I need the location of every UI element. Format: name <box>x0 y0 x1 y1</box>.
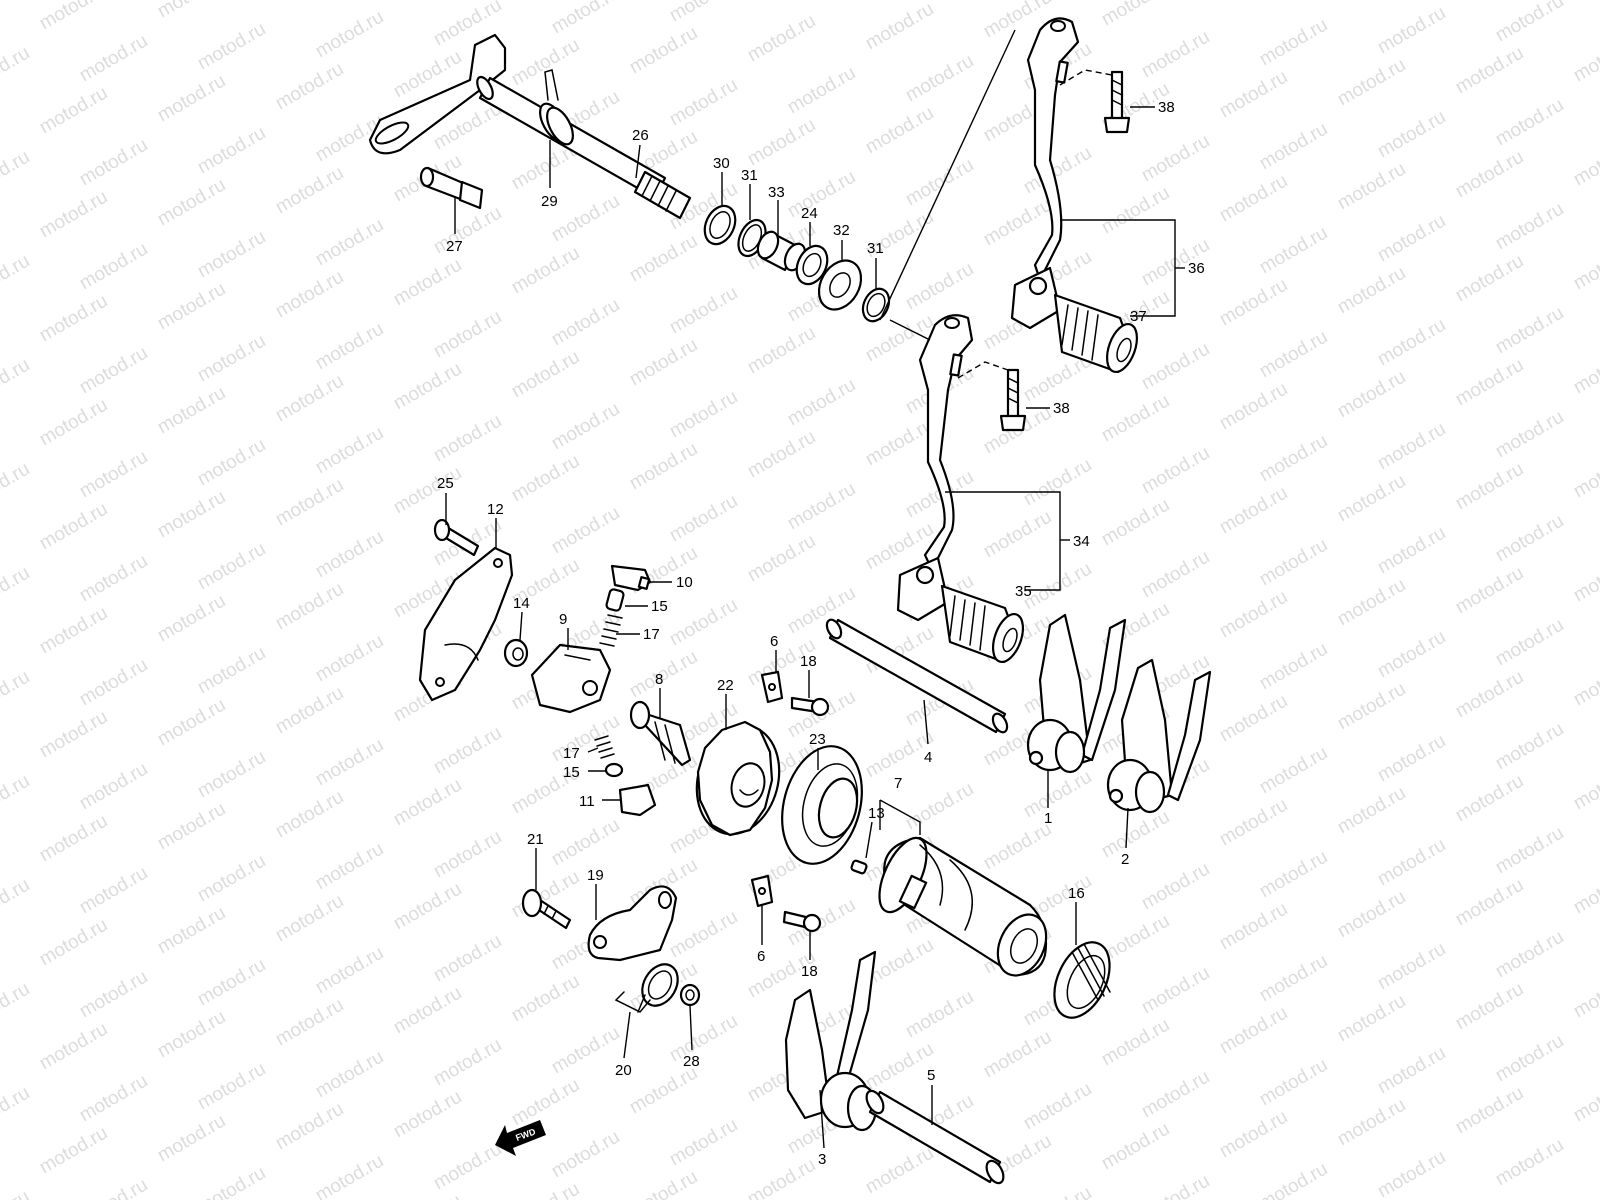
callout-5: 5 <box>927 1067 935 1084</box>
screw-18-lower <box>782 910 822 933</box>
callout-38b: 38 <box>1053 400 1070 417</box>
callout-9: 8 <box>655 671 663 688</box>
callout-18a: 18 <box>800 653 817 670</box>
callout-17b: 17 <box>563 745 580 762</box>
callout-19: 25 <box>437 475 454 492</box>
callout-22: 22 <box>717 677 734 694</box>
return-spring <box>539 69 574 146</box>
washer-32 <box>817 259 863 311</box>
callout-25: 28 <box>683 1053 700 1070</box>
fork-shaft-5 <box>865 1089 1005 1185</box>
callout-17a: 17 <box>643 626 660 643</box>
fork-shaft-4 <box>825 618 1009 734</box>
callout-16: 16 <box>1068 885 1085 902</box>
stopper-pin <box>419 166 484 210</box>
callout-26: 26 <box>632 127 649 144</box>
fwd-direction-arrow-icon: FWD <box>495 1120 546 1156</box>
bolt-38-lower <box>999 368 1027 432</box>
callout-11: 10 <box>676 574 693 591</box>
callout-7: 7 <box>894 775 902 792</box>
spring-24 <box>614 963 679 1013</box>
oil-seal-28 <box>795 244 829 286</box>
bearing-20 <box>781 745 863 865</box>
spring-17-lower <box>594 735 615 759</box>
callout-34: 34 <box>1073 533 1090 550</box>
callout-6a: 6 <box>770 633 778 650</box>
cam-driven-gear-22 <box>695 720 781 837</box>
callout-12: 11 <box>579 793 595 810</box>
callout-30: 30 <box>713 155 730 172</box>
pin-15-lower <box>604 762 624 778</box>
stopper-plate-6-lower <box>750 874 774 908</box>
gearshift-pawl-10 <box>530 643 612 714</box>
callout-18b: 18 <box>801 963 818 980</box>
callout-3: 3 <box>818 1151 826 1168</box>
callout-4: 4 <box>924 749 932 766</box>
gearshift-cam-plate-13 <box>418 546 514 702</box>
pin-8 <box>850 859 868 875</box>
bearing-16 <box>1053 941 1111 1019</box>
callout-labels: 26 29 27 30 31 33 24 32 31 38 36 37 38 3… <box>437 99 1205 1168</box>
callout-14: 14 <box>513 595 530 612</box>
shift-fork-1 <box>1026 613 1127 774</box>
shift-fork-3 <box>784 950 878 1132</box>
screw-19 <box>433 518 480 557</box>
cam-stopper-lever-21 <box>587 885 678 962</box>
callout-8: 13 <box>868 805 885 822</box>
callout-38a: 38 <box>1158 99 1175 116</box>
circlip-31-lower <box>861 287 891 323</box>
bolt-38-upper <box>1103 70 1131 134</box>
shift-shaft-arm <box>368 33 507 155</box>
pin-15-upper <box>605 588 625 612</box>
callout-21: 19 <box>587 867 604 884</box>
callout-6b: 6 <box>757 948 765 965</box>
callout-15b: 15 <box>563 764 580 781</box>
callout-10: 9 <box>559 611 567 628</box>
shift-shaft <box>476 75 692 220</box>
gearshift-lever-upper <box>1010 17 1139 374</box>
callout-2: 2 <box>1121 851 1129 868</box>
callout-15a: 15 <box>651 598 668 615</box>
washer-25 <box>679 983 701 1007</box>
leader-lines <box>445 106 1185 1149</box>
callout-1: 1 <box>1044 810 1052 827</box>
bolt-23 <box>521 888 572 930</box>
callout-37: 37 <box>1130 308 1147 325</box>
callout-24: 20 <box>615 1062 632 1079</box>
callout-31b: 31 <box>867 240 884 257</box>
shift-fork-2 <box>1106 658 1212 814</box>
gearshift-cam-7 <box>878 836 1048 977</box>
callout-13: 12 <box>487 501 504 518</box>
callout-29: 29 <box>541 193 558 210</box>
pawl-12 <box>618 783 657 817</box>
callout-33: 33 <box>768 184 785 201</box>
callout-31a: 31 <box>741 167 758 184</box>
callout-28: 24 <box>801 205 818 222</box>
callout-27: 27 <box>446 238 463 255</box>
gearshift-lever-lower <box>896 314 1025 664</box>
spring-17-upper <box>599 614 623 647</box>
callout-35: 35 <box>1015 583 1032 600</box>
screw-18-upper <box>790 696 830 717</box>
washer-30 <box>703 204 737 246</box>
callout-36: 36 <box>1188 260 1205 277</box>
cam-stopper-9 <box>629 700 692 767</box>
pawl-14-washer <box>503 638 529 668</box>
pawl-11 <box>610 564 652 592</box>
stopper-plate-6-upper <box>760 670 784 704</box>
callout-32: 32 <box>833 222 850 239</box>
callout-20: 23 <box>809 731 826 748</box>
callout-23: 21 <box>527 831 544 848</box>
